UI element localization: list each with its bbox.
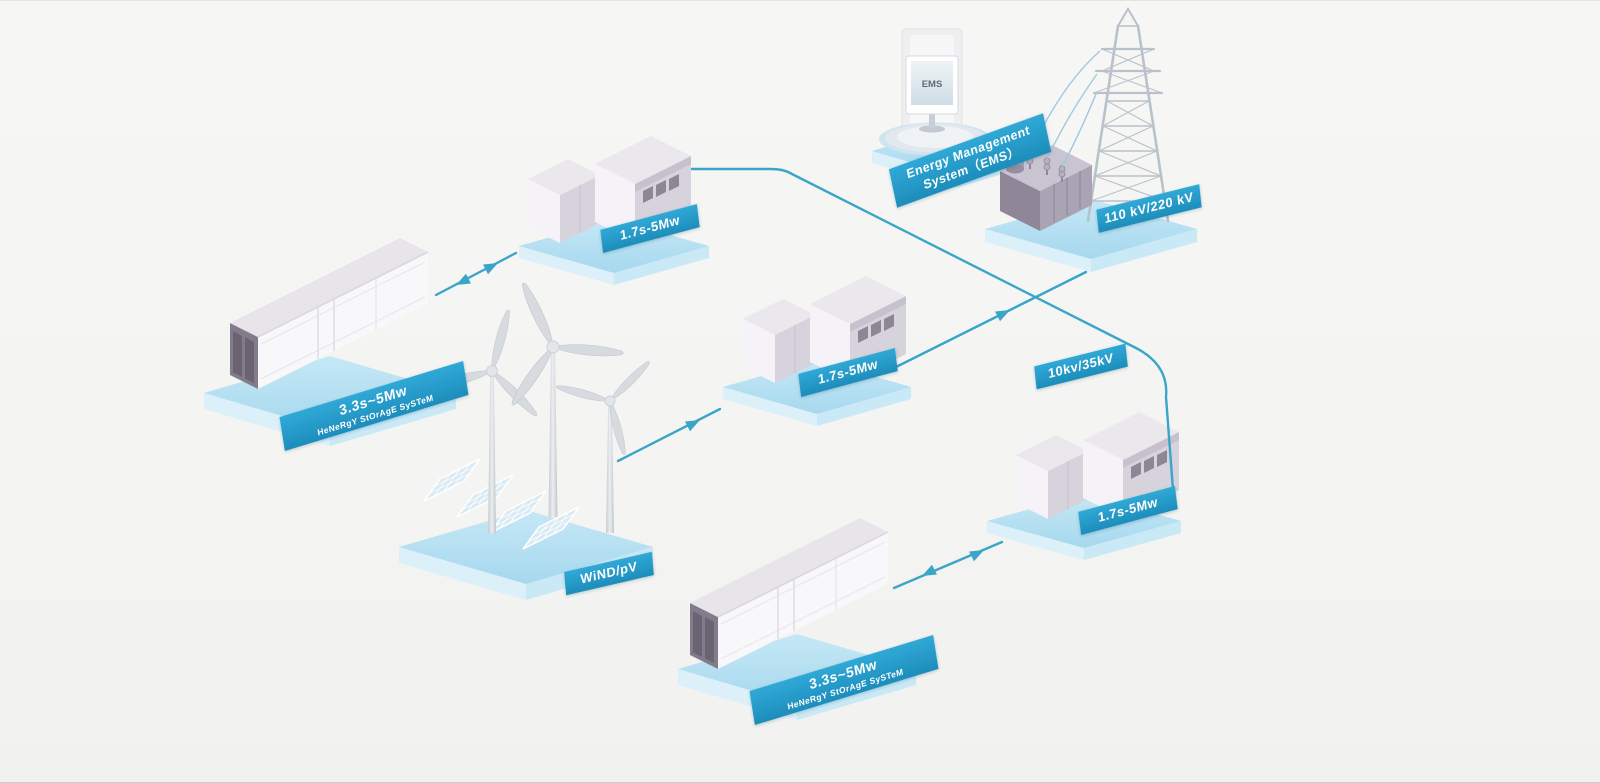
- ems-monitor: EMS: [905, 55, 959, 115]
- link-pcs-top-storage-left: [434, 251, 518, 297]
- link-pcs-right-storage-bottom: [892, 540, 1004, 590]
- ems-screen-text: EMS: [922, 79, 943, 90]
- link-pcs-mid-grid: [882, 270, 1088, 375]
- wind-turbine-left: [429, 308, 541, 533]
- link-bus-mv: [690, 167, 1176, 505]
- connection-lines: [434, 167, 1176, 590]
- platform-windpv: [399, 510, 653, 600]
- wind-turbine-right: [555, 358, 653, 533]
- transformer: [1000, 145, 1092, 231]
- link-windpv-pcs-mid: [616, 407, 722, 463]
- wind-turbine-middle: [508, 280, 625, 517]
- transmission-tower: [1086, 7, 1170, 223]
- ems-station: EMS: [879, 28, 991, 156]
